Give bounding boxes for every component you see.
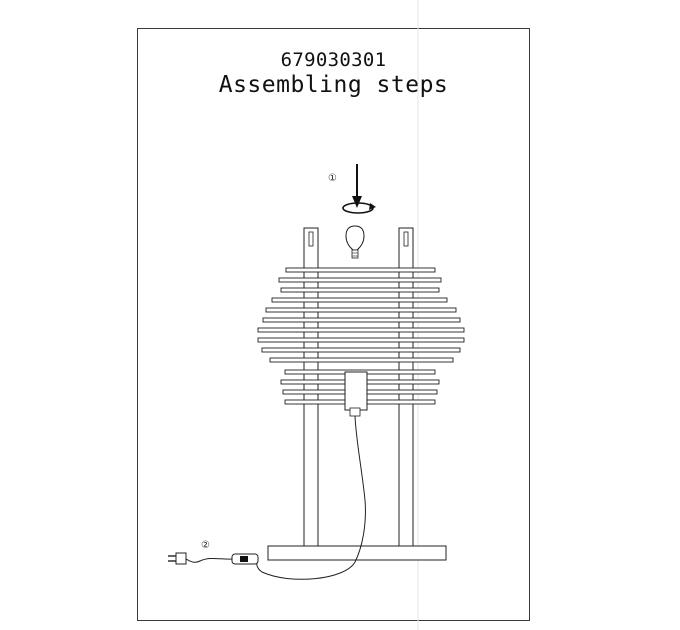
model-number: 679030301 xyxy=(280,49,387,71)
plug-icon xyxy=(168,552,187,565)
plug-cord xyxy=(185,557,233,563)
page-title: Assembling steps xyxy=(218,72,449,98)
step-2-marker: ② xyxy=(201,540,210,551)
lamp-upright-left xyxy=(303,227,319,547)
power-cord xyxy=(256,415,366,580)
lamp-upright-right xyxy=(398,227,414,547)
light-bulb-icon xyxy=(345,225,365,259)
step-1-marker: ① xyxy=(328,173,337,184)
lamp-base xyxy=(267,545,447,561)
lamp-socket xyxy=(344,371,368,417)
rotate-arrow-icon xyxy=(342,202,376,214)
inline-switch-icon xyxy=(231,553,259,565)
page-frame xyxy=(137,28,530,621)
down-arrow-icon xyxy=(352,164,362,208)
